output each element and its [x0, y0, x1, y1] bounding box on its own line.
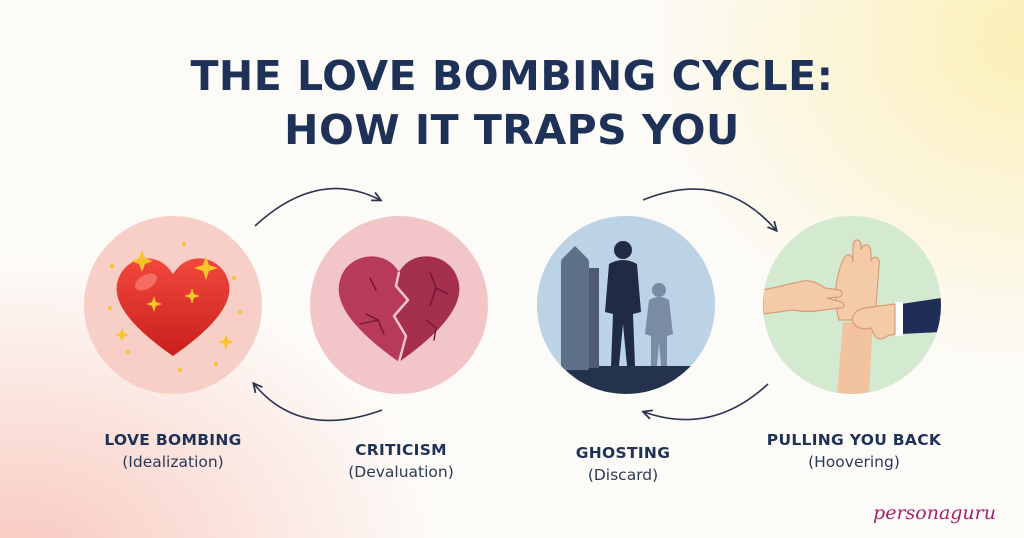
- stage-love-bombing-circle: [84, 216, 262, 394]
- stage-name: LOVE BOMBING: [104, 431, 242, 449]
- stage-ghosting-circle: [537, 216, 715, 394]
- sparkling-heart-icon: [108, 242, 242, 372]
- grabbing-hands-icon: [763, 216, 941, 394]
- stage-name: PULLING YOU BACK: [766, 431, 942, 449]
- page-title-line-2: HOW IT TRAPS YOU: [284, 106, 740, 154]
- cracked-heart-icon: [338, 256, 460, 363]
- stage-label-love-bombing: LOVE BOMBING (Idealization): [43, 429, 303, 473]
- stage-subtitle: (Devaluation): [348, 463, 454, 481]
- arrow-love-bombing-to-criticism: [254, 187, 380, 227]
- walking-away-silhouette-icon: [537, 216, 715, 394]
- stage-subtitle: (Hoovering): [808, 453, 900, 471]
- brand-watermark: personaguru: [873, 502, 996, 524]
- stage-pulling-you-back-circle: [763, 216, 941, 394]
- stage-criticism-circle: [310, 216, 488, 394]
- stage-label-ghosting: GHOSTING (Discard): [493, 442, 753, 486]
- stage-subtitle: (Idealization): [122, 453, 224, 471]
- stage-name: GHOSTING: [575, 444, 671, 462]
- arrow-hoovering-to-ghosting: [644, 383, 769, 421]
- arrow-criticism-to-love-bombing: [254, 384, 383, 422]
- page-title-line-1: THE LOVE BOMBING CYCLE:: [190, 52, 834, 100]
- stage-subtitle: (Discard): [587, 466, 659, 484]
- stage-label-pulling-you-back: PULLING YOU BACK (Hoovering): [724, 429, 984, 473]
- stage-name: CRITICISM: [355, 441, 447, 459]
- arrow-ghosting-to-hoovering: [642, 188, 776, 230]
- stage-label-criticism: CRITICISM (Devaluation): [271, 439, 531, 483]
